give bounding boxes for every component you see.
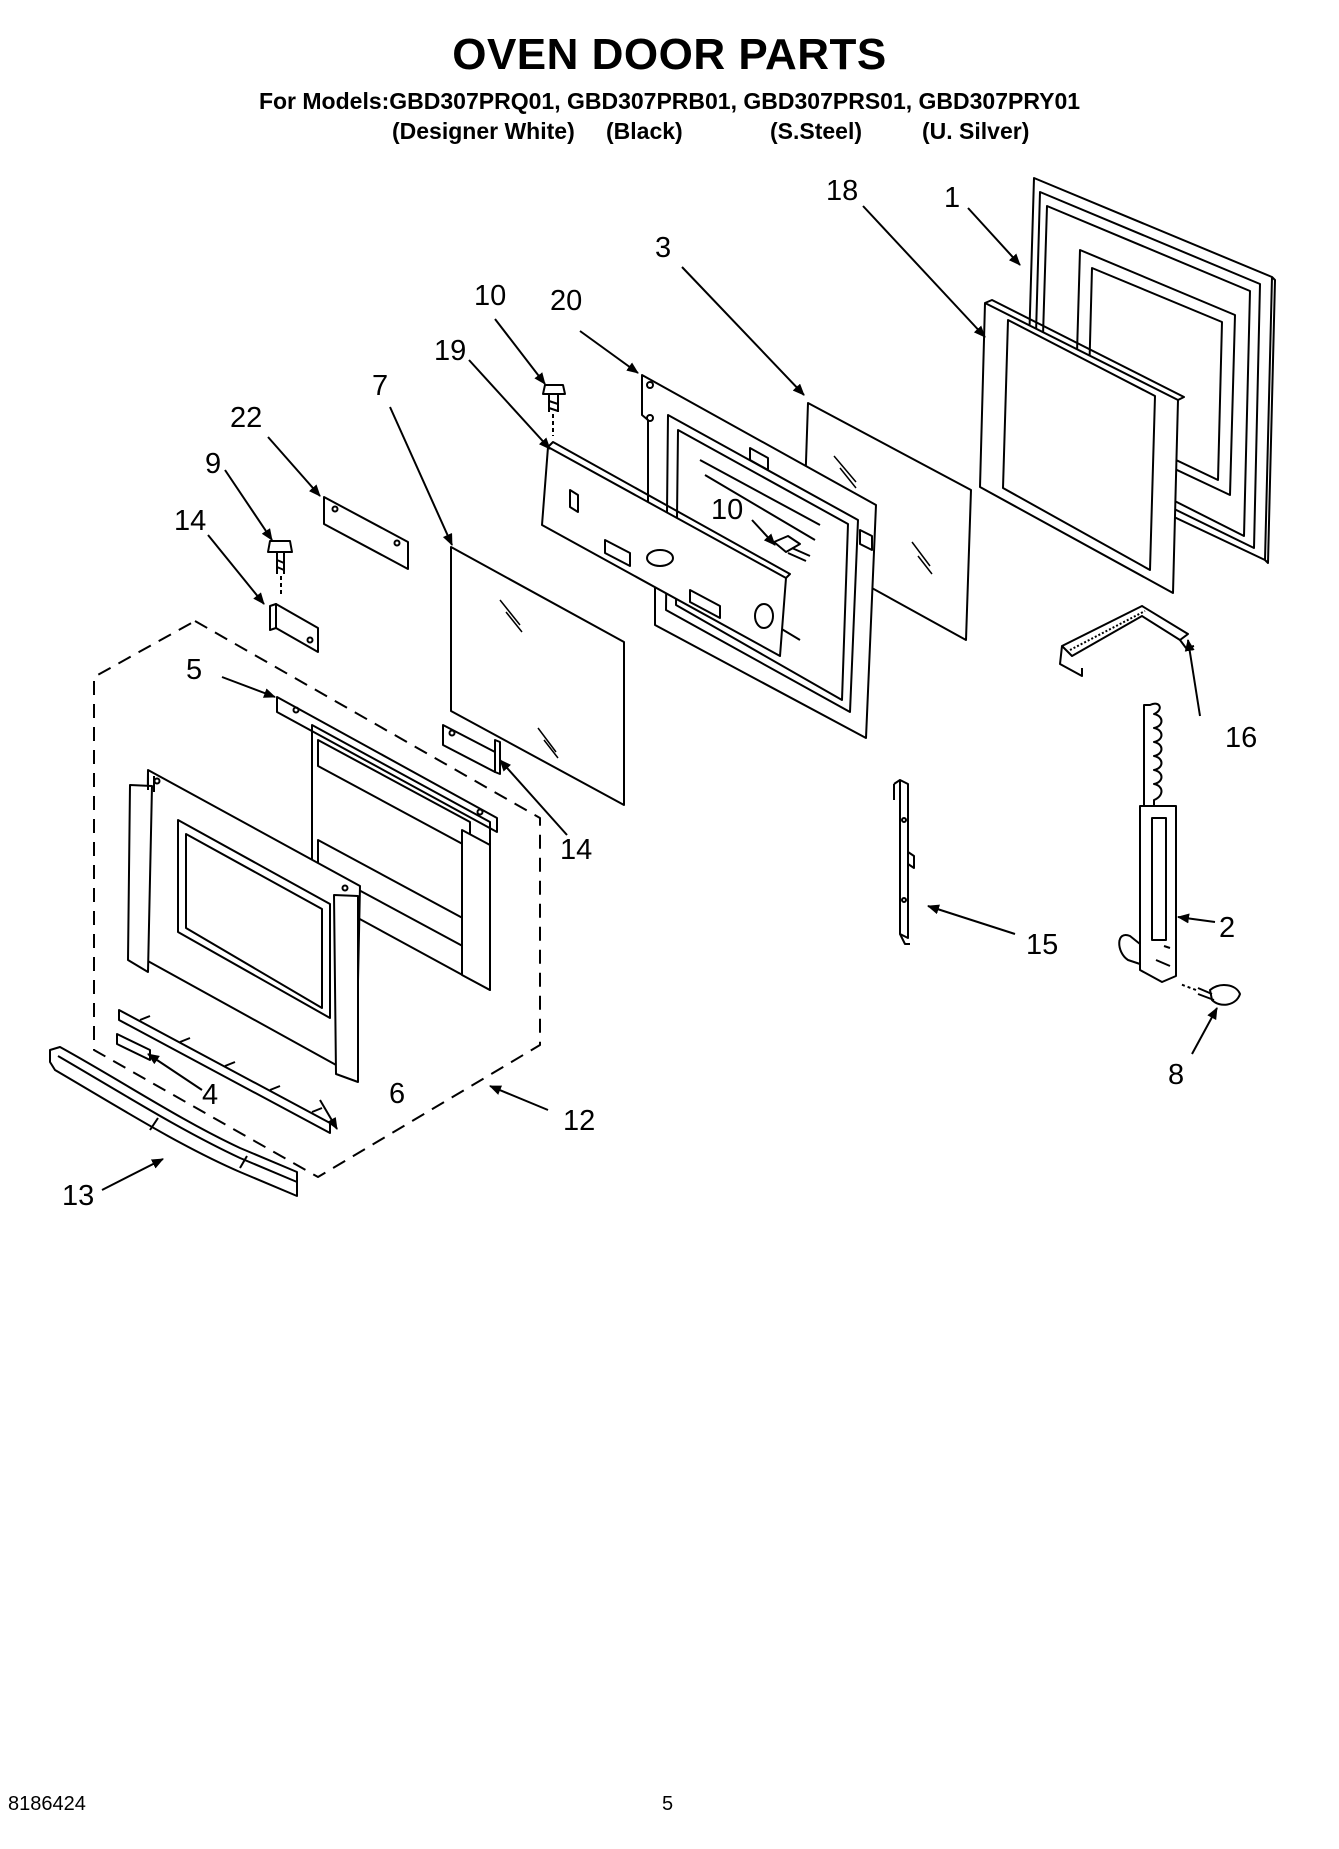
bottom-trim-6: [118, 1009, 331, 1134]
hinge-bracket-14-left: [269, 603, 319, 653]
screw-9: [267, 540, 293, 596]
callout-9: 9: [205, 448, 221, 480]
callout-19: 19: [434, 335, 466, 367]
badge-4: [116, 1033, 151, 1061]
top-trim-5: [276, 696, 498, 833]
callout-20: 20: [550, 285, 582, 317]
screw-8: [1179, 983, 1241, 1006]
callout-14-right: 14: [560, 834, 592, 866]
callout-8: 8: [1168, 1059, 1184, 1091]
callout-15: 15: [1026, 929, 1058, 961]
callout-22: 22: [230, 402, 262, 434]
outer-door-assembly-outline: [93, 620, 541, 1178]
variant-black: (Black): [606, 118, 683, 144]
callout-6: 6: [389, 1078, 405, 1110]
callout-14-left: 14: [174, 505, 206, 537]
callout-12: 12: [563, 1105, 595, 1137]
leader-lines: [101, 205, 1218, 1191]
page-number: 5: [662, 1793, 674, 1815]
variant-stainless-steel: (S.Steel): [770, 118, 863, 144]
callout-1: 1: [944, 182, 960, 214]
callout-3: 3: [655, 232, 671, 264]
callout-10-middle: 10: [711, 494, 743, 526]
models-line: For Models:GBD307PRQ01, GBD307PRB01, GBD…: [258, 88, 1081, 114]
door-front-panel: [127, 769, 361, 1083]
variant-universal-silver: (U. Silver): [922, 118, 1030, 144]
screw-10-middle: [773, 535, 811, 562]
screw-10-top: [542, 384, 566, 436]
inner-door-glass: [802, 402, 972, 641]
callout-5: 5: [186, 654, 202, 686]
callout-13: 13: [62, 1180, 94, 1212]
hinge-bracket-14-right: [442, 724, 501, 775]
door-strip-15: [893, 779, 915, 945]
outer-door-glass: [450, 546, 625, 806]
outer-door-skin: [311, 724, 491, 991]
callout-labels: 1 18 3 10 20 19 7 22 9 14 10 5 16 14 15 …: [62, 175, 1257, 1212]
door-gasket-frame: [979, 299, 1185, 594]
callout-18: 18: [826, 175, 858, 207]
page-title: OVEN DOOR PARTS: [452, 30, 887, 79]
document-number: 8186424: [8, 1793, 86, 1815]
callout-7: 7: [372, 370, 388, 402]
callout-4: 4: [202, 1079, 218, 1111]
door-hinge-2: [1118, 702, 1177, 983]
variant-designer-white: (Designer White): [392, 118, 575, 144]
callout-10-top: 10: [474, 280, 506, 312]
door-handle-13: [49, 1046, 298, 1197]
bracket-22: [323, 496, 409, 570]
callout-2: 2: [1219, 912, 1235, 944]
bracket-16: [1059, 605, 1195, 677]
callout-16: 16: [1225, 722, 1257, 754]
